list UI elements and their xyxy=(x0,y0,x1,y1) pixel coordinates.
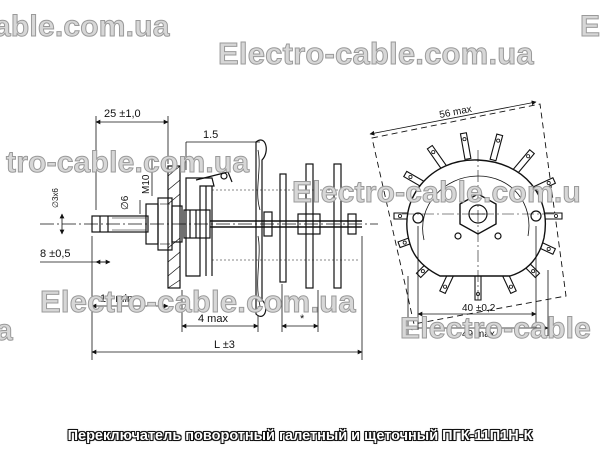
dim-overall-width: 25 ±1,0 xyxy=(104,108,141,120)
side-dimensions xyxy=(40,116,363,360)
solder-lug-hole xyxy=(402,240,407,245)
dim-shaft-dia: ∅6 xyxy=(120,195,131,210)
side-view xyxy=(40,139,378,317)
product-caption: Переключатель поворотный галетный и щето… xyxy=(67,428,533,444)
solder-lug-hole xyxy=(508,284,513,289)
solder-lug xyxy=(459,132,472,161)
solder-lug-hole xyxy=(462,137,467,142)
mounting-hole-left xyxy=(412,212,424,224)
solder-lug-hole xyxy=(546,246,551,251)
detent-bracket xyxy=(185,171,233,277)
solder-lug xyxy=(512,148,536,175)
solder-lug-hole xyxy=(397,213,402,218)
solder-lug-hole xyxy=(420,269,425,274)
solder-lug-hole xyxy=(496,138,501,143)
solder-lug-hole xyxy=(408,174,413,179)
wafer-3 xyxy=(297,163,321,289)
wafer-2 xyxy=(279,173,287,283)
front-dimensions xyxy=(369,100,549,336)
solder-lug-hole xyxy=(443,284,448,289)
dim-front-mid: 40 ±0,2 xyxy=(462,303,496,314)
dim-front-diag: 56 max xyxy=(438,104,472,121)
dim-front-width: 49 max xyxy=(462,329,495,340)
solder-lug-hole xyxy=(554,213,559,218)
solder-lug-hole xyxy=(531,269,536,274)
side-dimension-labels: 25 ±1,0 1.5 M10 ∅6 ∅3x6 8 ±0,5 18 min 4 … xyxy=(40,108,305,351)
wafer-4 xyxy=(333,163,357,289)
dim-asterisk: * xyxy=(300,313,305,325)
dim-total-length: L ±3 xyxy=(214,339,235,351)
solder-lug xyxy=(489,133,504,162)
solder-lug-hole xyxy=(526,154,531,159)
shaft xyxy=(91,215,149,233)
front-view xyxy=(371,103,567,325)
wafer-front xyxy=(255,139,273,317)
dim-thread: M10 xyxy=(141,174,152,194)
mounting-hole-right xyxy=(530,210,542,222)
dim-flat-length: 8 ±0,5 xyxy=(40,248,71,260)
dim-min-length: 18 min xyxy=(100,293,133,305)
dim-step: 1.5 xyxy=(203,129,218,141)
solder-lug-hole xyxy=(546,181,551,186)
mounting-bushing xyxy=(145,197,211,251)
mounting-panel xyxy=(167,165,181,289)
dim-flat: ∅3x6 xyxy=(51,188,60,208)
solder-lug-hole xyxy=(431,150,436,155)
dim-max-gap: 4 max xyxy=(198,313,228,325)
